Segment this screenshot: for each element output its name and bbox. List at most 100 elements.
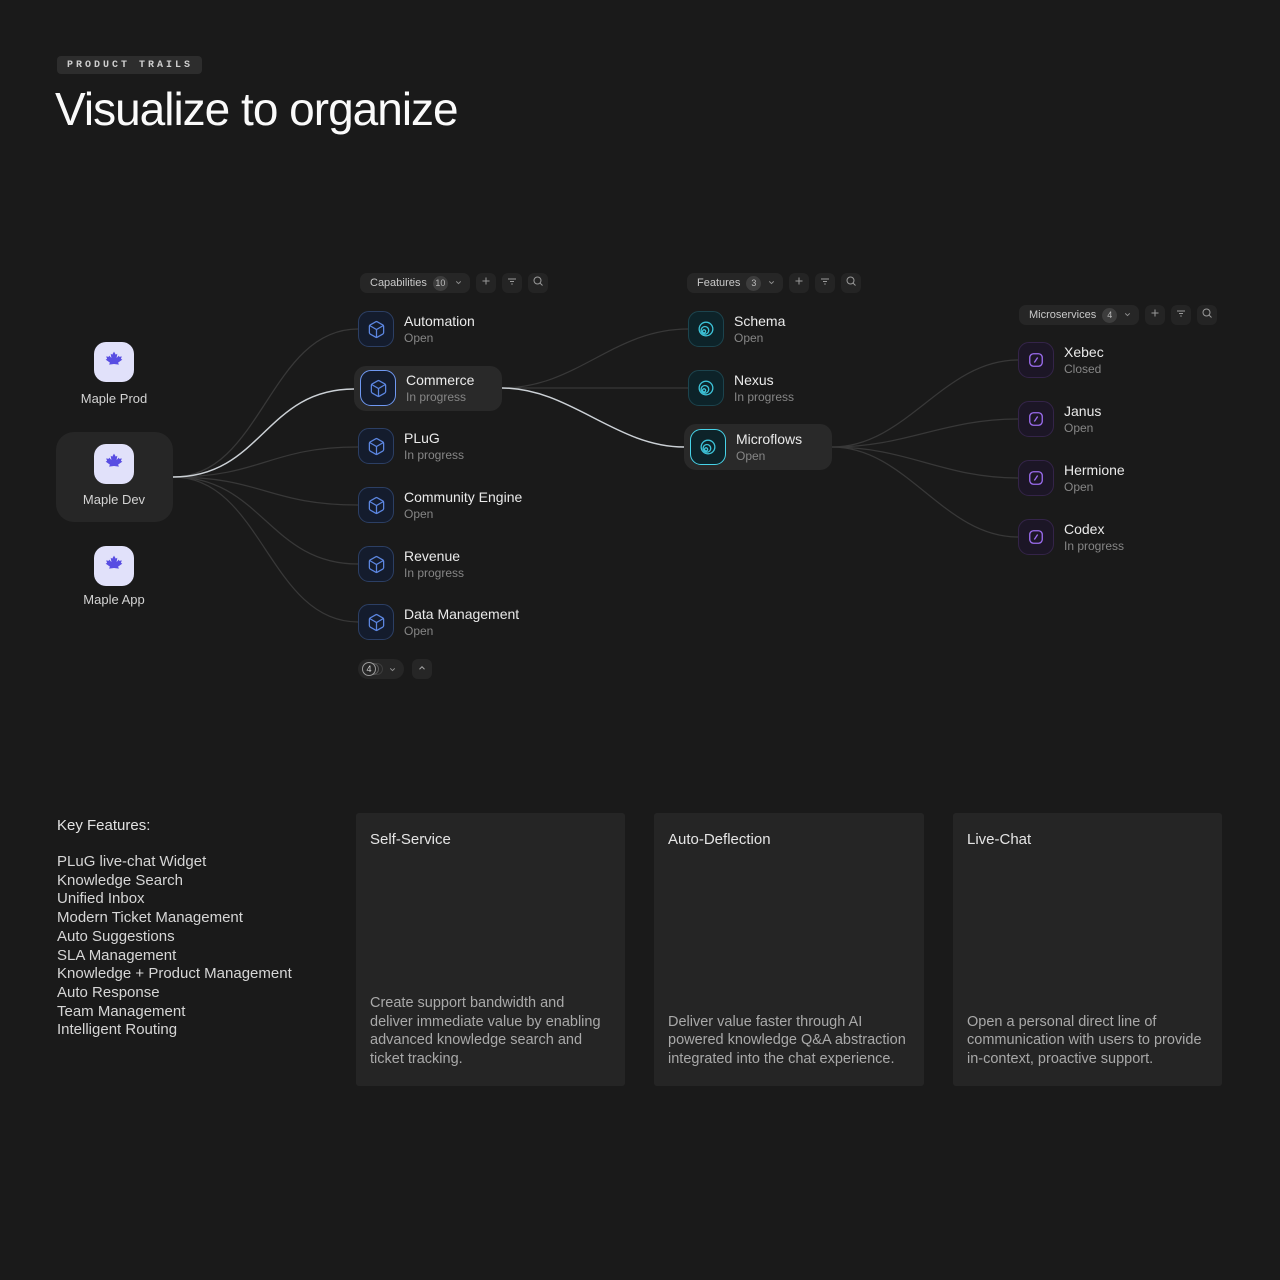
filter-icon [819,274,831,292]
search-features-button[interactable] [841,273,862,293]
hidden-items-count: 4 [362,662,376,676]
features-header: Features 3 [687,273,862,293]
chevron-down-icon [1123,306,1132,324]
microservices-count-badge: 4 [1102,307,1118,323]
maple-leaf-icon [104,350,124,375]
maple-leaf-icon [104,452,124,477]
add-microservice-button[interactable] [1145,305,1166,325]
filter-microservices-button[interactable] [1171,305,1192,325]
key-feature-item: Auto Response [57,983,160,1001]
chevron-up-icon [417,660,427,678]
features-count-badge: 3 [746,275,762,291]
section-badge: PRODUCT TRAILS [57,56,203,74]
code-slash-icon [1018,342,1054,378]
card-title: Auto-Deflection [668,831,771,848]
key-feature-item: Modern Ticket Management [57,909,243,927]
cube-icon [358,428,394,464]
node-title: Xebec [1064,343,1104,360]
node-status: Open [1064,479,1094,494]
features-dropdown[interactable]: Features 3 [687,273,784,293]
collapse-list-button[interactable] [412,659,432,679]
key-feature-item: SLA Management [57,946,177,964]
filter-icon [1175,306,1187,324]
filter-capabilities-button[interactable] [501,273,522,293]
key-feature-item: Intelligent Routing [57,1021,178,1039]
features-dropdown-label: Features [697,277,741,289]
product-node-maple-app[interactable] [94,546,134,586]
code-slash-icon [1018,519,1054,555]
capabilities-dropdown[interactable]: Capabilities 10 [360,273,470,293]
node-status: In progress [404,447,465,462]
node-status: Open [404,330,434,345]
card-title: Self-Service [370,831,451,848]
add-capability-button[interactable] [475,273,496,293]
chevron-down-icon [454,274,463,292]
node-title: PLuG [404,429,440,446]
maple-leaf-icon [104,554,124,579]
plus-icon [480,274,492,292]
spiral-icon [688,370,724,406]
key-feature-item: PLuG live-chat Widget [57,853,207,870]
product-label: Maple App [83,592,145,607]
microservices-header: Microservices 4 [1019,305,1218,325]
capabilities-header: Capabilities 10 [360,273,548,293]
search-icon [1201,306,1213,324]
cube-icon [358,311,394,347]
cube-icon [358,546,394,582]
product-label: Maple Prod [80,391,148,406]
product-label: Maple Dev [82,492,146,507]
node-status: In progress [734,389,795,404]
plus-icon [1149,306,1161,324]
key-feature-item: Unified Inbox [57,890,145,908]
card-title: Live-Chat [967,831,1032,848]
cube-icon [358,604,394,640]
node-title: Automation [404,312,475,329]
card-body: Create support bandwidth and deliver imm… [370,994,601,1068]
node-title: Hermione [1064,461,1125,478]
product-node-maple-prod[interactable] [94,342,134,382]
page-title: Visualize to organize [55,83,459,135]
key-feature-item: Auto Suggestions [57,927,175,945]
cube-icon [360,370,396,406]
card-body: Open a personal direct line of communica… [967,1013,1202,1068]
node-title: Janus [1064,402,1102,419]
chevron-down-icon [388,665,397,674]
search-capabilities-button[interactable] [527,273,548,293]
search-icon [532,274,544,292]
show-more-items-button[interactable]: 4 [358,659,404,679]
microservices-dropdown[interactable]: Microservices 4 [1019,305,1140,325]
add-feature-button[interactable] [789,273,810,293]
node-status: Closed [1064,361,1102,376]
key-feature-item: Knowledge Search [57,871,183,889]
node-status: Open [734,330,764,345]
key-features-list: PLuG live-chat Widget Knowledge Search U… [57,853,292,1040]
spiral-icon [690,429,726,465]
product-node-maple-dev[interactable] [94,444,134,484]
node-status: Open [1064,420,1094,435]
feature-card-self-service: Self-Service Create support bandwidth an… [356,813,625,1086]
search-microservices-button[interactable] [1197,305,1218,325]
filter-features-button[interactable] [815,273,836,293]
capabilities-count-badge: 10 [432,275,448,291]
filter-icon [506,274,518,292]
node-status: Open [404,506,434,521]
code-slash-icon [1018,401,1054,437]
node-title: Community Engine [404,488,523,505]
search-icon [845,274,857,292]
node-title: Data Management [404,605,520,622]
